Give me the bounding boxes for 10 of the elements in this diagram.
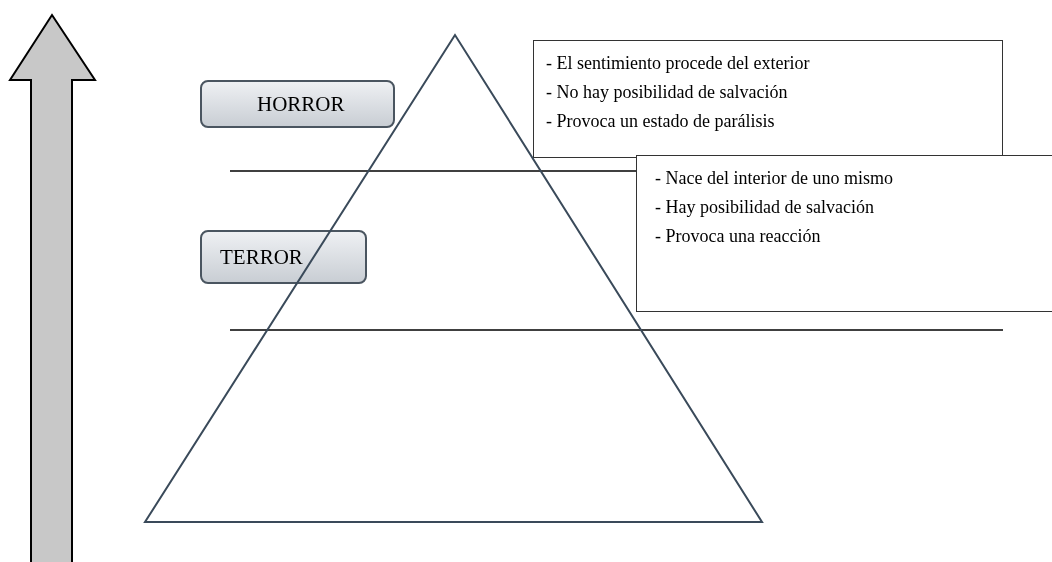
description-box: [533, 40, 1003, 158]
description-box: [636, 155, 1052, 312]
list-item: - Nace del interior de uno mismo: [655, 167, 894, 190]
list-item: - El sentimiento procede del exterior: [546, 52, 811, 75]
list-item: - No hay posibilidad de salvación: [546, 81, 789, 104]
list-item: - Hay posibilidad de salvación: [655, 196, 875, 219]
level-label: TERROR: [200, 230, 367, 284]
level-label: HORROR: [200, 80, 395, 128]
list-item: - Provoca un estado de parálisis: [546, 110, 776, 133]
list-item: - Provoca una reacción: [655, 225, 822, 248]
